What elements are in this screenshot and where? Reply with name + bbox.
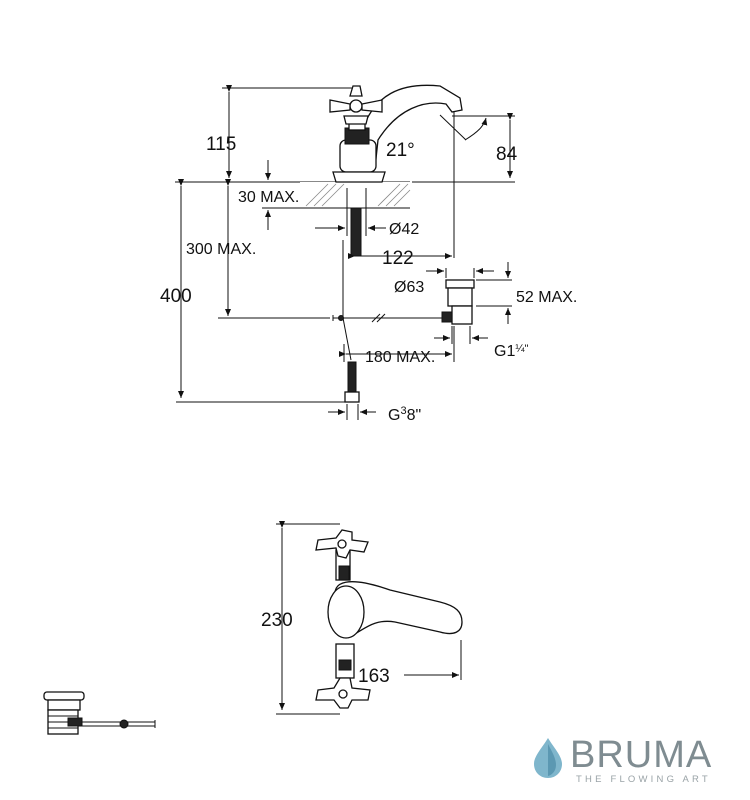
dim-163: 163: [358, 640, 462, 687]
dim-30-max: 30 MAX.: [238, 160, 300, 230]
dim-84-label: 84: [496, 144, 518, 165]
dim-180-max-label: 180 MAX.: [365, 349, 435, 366]
cross-handle-icon: [329, 85, 383, 125]
dim-angle: 21°: [386, 114, 515, 161]
dim-g-main: G: [388, 407, 400, 424]
brand-tagline: THE FLOWING ART: [576, 774, 711, 785]
dim-115: 115: [206, 85, 352, 178]
top-view: 230 163: [261, 521, 463, 715]
dim-400-label: 400: [160, 286, 192, 307]
brand-logo: BRUMA THE FLOWING ART: [534, 734, 712, 785]
dim-52-max-label: 52 MAX.: [516, 289, 577, 306]
waste-fitting: [441, 279, 475, 325]
dim-52-max: 52 MAX.: [476, 262, 577, 324]
brand-name: BRUMA: [570, 734, 712, 776]
dim-115-label: 115: [206, 134, 236, 155]
dim-g1-quarter: G1¼": [434, 326, 529, 360]
dim-122-label: 122: [382, 248, 414, 269]
dim-230: 230: [261, 521, 340, 715]
dim-diameter-42-label: Ø42: [389, 221, 419, 238]
dim-g1-main: G1: [494, 343, 515, 360]
dim-angle-label: 21°: [386, 140, 415, 161]
popup-waste-detail: [43, 691, 156, 735]
dim-84: 84: [412, 113, 518, 183]
dim-30-max-label: 30 MAX.: [238, 189, 299, 206]
dim-diameter-63-label: Ø63: [394, 279, 424, 296]
dim-163-label: 163: [358, 666, 390, 687]
dim-400: 400: [160, 179, 345, 403]
deck-section: [175, 181, 411, 209]
dim-122: 122: [348, 112, 455, 269]
dim-diameter-42: Ø42: [315, 221, 419, 238]
dim-g3-8-label: G38": [388, 405, 421, 424]
dim-diameter-63: Ø63: [394, 268, 494, 296]
dim-300-max-label: 300 MAX.: [186, 241, 256, 258]
dim-300-max: 300 MAX.: [186, 179, 330, 319]
dim-230-label: 230: [261, 610, 293, 631]
dim-g1-fraction: ¼": [515, 343, 528, 355]
side-view: 115 21° 84 30 MAX. Ø42: [160, 84, 577, 424]
faucet-side-body: [329, 84, 475, 403]
top-handle-upper: [315, 529, 369, 581]
dim-g1-label: G1¼": [494, 343, 529, 360]
dim-g3-8: G38": [328, 404, 421, 424]
dim-g-sub: 8": [407, 407, 422, 424]
top-handle-lower: [315, 643, 371, 709]
dim-180-max: 180 MAX.: [339, 326, 455, 366]
dim-g-sup: 3: [400, 405, 406, 417]
